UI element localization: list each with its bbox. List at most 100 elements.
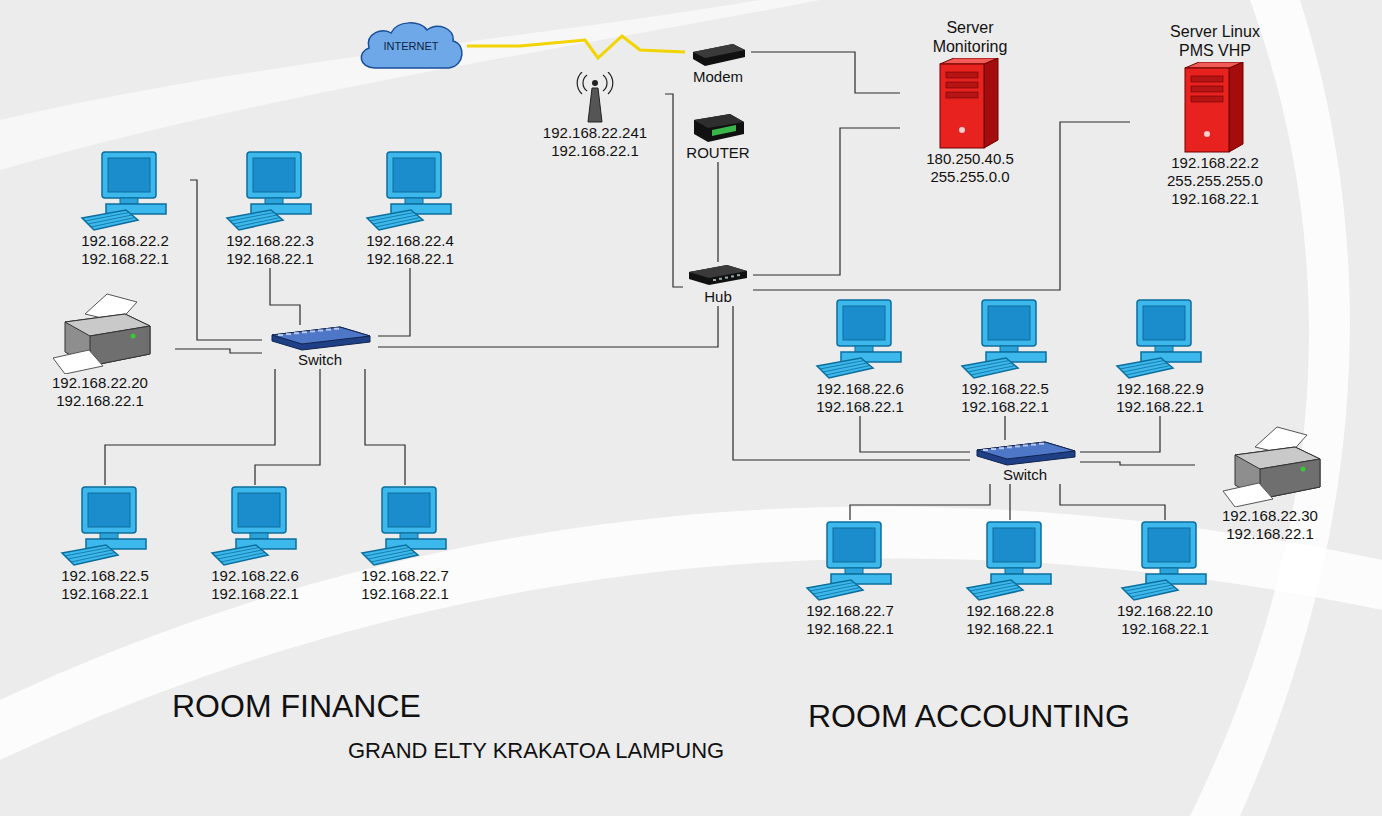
router-body bbox=[694, 114, 744, 142]
network-cable bbox=[365, 369, 405, 485]
ip-address: 192.168.22.4 bbox=[345, 232, 475, 250]
keyboard-keys bbox=[976, 588, 1020, 598]
keyboard-keys bbox=[71, 553, 115, 563]
printer-led bbox=[131, 334, 136, 339]
antenna-icon bbox=[577, 72, 613, 122]
switch-port bbox=[999, 447, 1004, 449]
keyboard bbox=[1122, 580, 1178, 600]
ip-address: 192.168.22.1 bbox=[525, 142, 665, 160]
modem-body bbox=[693, 44, 745, 66]
printer-front bbox=[1260, 459, 1320, 499]
ip-address: 192.168.22.20 bbox=[25, 374, 175, 392]
printer-front bbox=[90, 326, 150, 366]
server-icon bbox=[940, 58, 998, 148]
pc-icon bbox=[340, 485, 470, 567]
hub-body bbox=[689, 265, 747, 285]
monitor-screen bbox=[88, 493, 130, 527]
hub-port bbox=[713, 279, 716, 281]
switch-port bbox=[1031, 444, 1036, 446]
hub-device: Hub bbox=[683, 262, 753, 306]
switch-port bbox=[991, 448, 996, 450]
room-label: ROOM FINANCE bbox=[172, 688, 421, 725]
monitor-stand bbox=[845, 568, 863, 574]
monitor-screen bbox=[388, 493, 430, 527]
keyboard-keys bbox=[1126, 366, 1170, 376]
switch-port bbox=[294, 332, 299, 334]
pc-device: 192.168.22.8192.168.22.1 bbox=[945, 520, 1075, 638]
switch-body bbox=[272, 327, 370, 350]
network-cable bbox=[1060, 484, 1165, 520]
server-title: Server Linux PMS VHP bbox=[1160, 22, 1270, 60]
monitor-stand bbox=[1005, 568, 1023, 574]
printer-device: 192.168.22.20192.168.22.1 bbox=[25, 292, 175, 410]
background-swoosh bbox=[0, 0, 820, 170]
pc-device: 192.168.22.6192.168.22.1 bbox=[795, 298, 925, 416]
ip-address: 180.250.40.5 bbox=[900, 150, 1040, 168]
pc-device: 192.168.22.2192.168.22.1 bbox=[60, 150, 190, 268]
ip-address: 192.168.22.7 bbox=[340, 567, 470, 585]
server-side bbox=[1229, 62, 1243, 152]
switch-port bbox=[983, 449, 988, 451]
monitor-screen bbox=[833, 528, 875, 562]
switch-icon bbox=[977, 442, 1075, 465]
monitor-case bbox=[1137, 300, 1191, 346]
keyboard-keys bbox=[236, 218, 280, 228]
drive-bay bbox=[1191, 96, 1223, 102]
router-icon bbox=[694, 114, 744, 142]
keyboard bbox=[82, 210, 138, 230]
device-label: INTERNET bbox=[384, 37, 439, 55]
pc-icon bbox=[1095, 298, 1225, 380]
monitor-screen bbox=[1143, 306, 1185, 340]
hub-icon bbox=[683, 262, 753, 288]
router-icon bbox=[680, 112, 756, 144]
monitor-case bbox=[387, 152, 441, 198]
switch-port bbox=[278, 334, 283, 336]
computer-icon bbox=[807, 522, 891, 600]
ip-address: 255.255.0.0 bbox=[900, 168, 1040, 186]
keyboard-keys bbox=[376, 218, 420, 228]
ip-address: 192.168.22.1 bbox=[945, 620, 1075, 638]
switch-port bbox=[1039, 443, 1044, 445]
pc-icon bbox=[190, 485, 320, 567]
pc-device: 192.168.22.5192.168.22.1 bbox=[940, 298, 1070, 416]
ip-address: 192.168.22.30 bbox=[1195, 507, 1345, 525]
switch-icon bbox=[970, 440, 1080, 466]
device-label: Hub bbox=[683, 288, 753, 306]
pc-icon bbox=[785, 520, 915, 602]
switch-port bbox=[310, 330, 315, 332]
server-device: Server Monitoring180.250.40.5255.255.0.0 bbox=[900, 18, 1040, 186]
pc-device: 192.168.22.9192.168.22.1 bbox=[1095, 298, 1225, 416]
keyboard-keys bbox=[826, 366, 870, 376]
monitor-stand bbox=[1160, 568, 1178, 574]
ip-address: 192.168.22.2 bbox=[60, 232, 190, 250]
ip-address: 192.168.22.6 bbox=[190, 567, 320, 585]
ip-address: 192.168.22.1 bbox=[1095, 398, 1225, 416]
keyboard-keys bbox=[371, 553, 415, 563]
server-front bbox=[1185, 68, 1229, 152]
hub-icon bbox=[689, 265, 747, 285]
ip-address: 192.168.22.1 bbox=[60, 250, 190, 268]
switch-port bbox=[1023, 445, 1028, 447]
monitor-stand bbox=[855, 346, 873, 352]
network-cable bbox=[751, 52, 900, 93]
drive-bay bbox=[946, 92, 978, 98]
pc-device: 192.168.22.4192.168.22.1 bbox=[345, 150, 475, 268]
keyboard bbox=[1117, 358, 1173, 378]
ip-address: 192.168.22.6 bbox=[795, 380, 925, 398]
monitor-screen bbox=[988, 306, 1030, 340]
monitor-screen bbox=[253, 158, 295, 192]
keyboard bbox=[807, 580, 863, 600]
monitor-case bbox=[982, 300, 1036, 346]
monitor-case bbox=[1142, 522, 1196, 568]
antenna-tip bbox=[592, 80, 598, 86]
ip-address: 192.168.22.9 bbox=[1095, 380, 1225, 398]
monitor-case bbox=[232, 487, 286, 533]
wireless-link bbox=[467, 36, 685, 58]
monitor-screen bbox=[843, 306, 885, 340]
hub-top bbox=[689, 265, 747, 278]
ip-address: 192.168.22.1 bbox=[940, 398, 1070, 416]
keyboard-keys bbox=[91, 218, 135, 228]
ip-address: 192.168.22.1 bbox=[190, 585, 320, 603]
monitor-case bbox=[82, 487, 136, 533]
network-cable bbox=[860, 416, 970, 452]
